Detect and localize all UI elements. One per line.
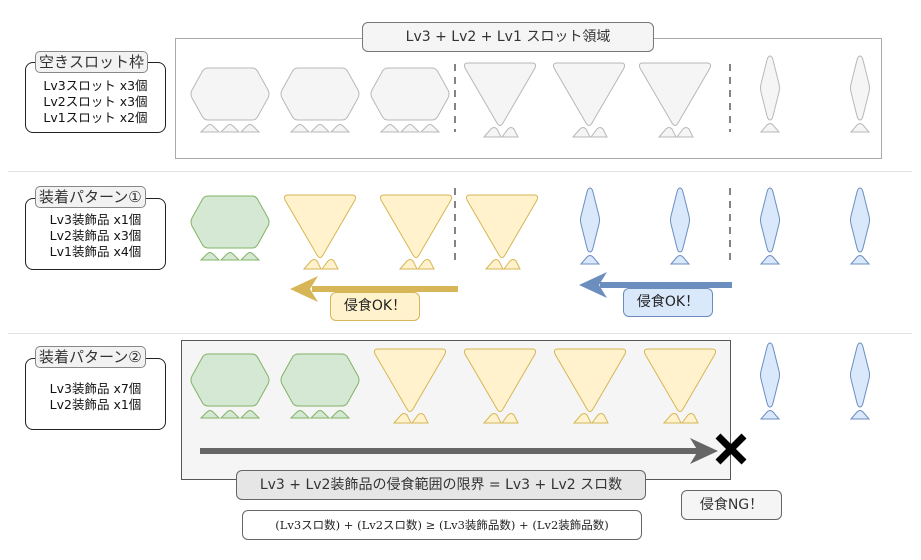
empty-slot-lv2-3 [638,62,712,138]
arrow-left-blue-icon [579,272,732,298]
legend-pattern-1-line-3: Lv1装飾品 x4個 [49,244,142,259]
decoration-lv2-c [553,348,627,424]
decoration-lv2-d [643,348,717,424]
section-divider-1 [8,171,912,172]
decoration-lv1-2 [670,187,690,265]
legend-empty-slots-line-2: Lv2スロット x3個 [43,94,148,109]
decoration-lv3-1 [190,195,270,261]
empty-slot-lv1-1 [760,55,780,133]
empty-slot-lv2-1 [463,62,537,138]
decoration-lv2-a [373,348,447,424]
decoration-lv1-3 [760,187,780,265]
decoration-lv2-1 [283,194,357,270]
erosion-ng-label: 侵食NG！ [681,490,782,520]
legend-empty-slots-line-3: Lv1スロット x2個 [43,110,148,125]
legend-pattern-2 [25,358,166,430]
decoration-lv3-b [280,353,360,419]
legend-empty-slots [25,62,166,133]
slot-region-label: Lv3 + Lv2 + Lv1 スロット領域 [362,22,654,52]
empty-slot-lv3-3 [370,67,450,133]
legend-pattern-1-line-1: Lv3装飾品 x1個 [49,212,142,227]
empty-slot-lv3-1 [190,67,270,133]
cross-mark-icon [715,433,747,465]
legend-empty-slots-title: 空きスロット枠 [35,51,149,73]
legend-empty-slots-line-1: Lv3スロット x3個 [43,78,148,93]
erosion-ok-label-gold: 侵食OK！ [330,292,420,321]
decoration-lv2-2 [379,194,453,270]
formula-box: (Lv3スロ数) + (Lv2スロ数) ≥ (Lv3装飾品数) + (Lv2装飾… [242,510,642,540]
empty-slot-lv2-2 [552,62,626,138]
decoration-lv1-b [850,342,870,420]
legend-pattern-1-title: 装着パターン① [35,186,146,208]
legend-pattern-2-line-2: Lv2装飾品 x1個 [49,397,142,412]
decoration-lv1-a [760,342,780,420]
empty-slot-lv1-2 [850,55,870,133]
legend-pattern-2-title: 装着パターン② [35,346,146,368]
slot-separators [454,64,731,260]
decoration-lv2-b [463,348,537,424]
legend-pattern-2-line-1: Lv3装飾品 x7個 [49,381,142,396]
arrow-right-gray-icon [200,438,718,464]
erosion-limit-label: Lv3 + Lv2装飾品の侵食範囲の限界 = Lv3 + Lv2 スロ数 [236,470,646,500]
decoration-lv2-3 [465,194,539,270]
section-divider-2 [8,333,912,334]
legend-pattern-1-line-2: Lv2装飾品 x3個 [49,228,142,243]
decoration-lv1-1 [580,187,600,265]
legend-pattern-1 [25,198,166,270]
empty-slot-lv3-2 [280,67,360,133]
slot-region-frame [175,38,441,159]
arrow-left-gold-icon [290,276,458,302]
decoration-lv3-a [190,353,270,419]
slot-region-frame-right [440,38,882,159]
erosion-ok-label-blue: 侵食OK！ [623,288,713,317]
decoration-lv1-4 [850,187,870,265]
